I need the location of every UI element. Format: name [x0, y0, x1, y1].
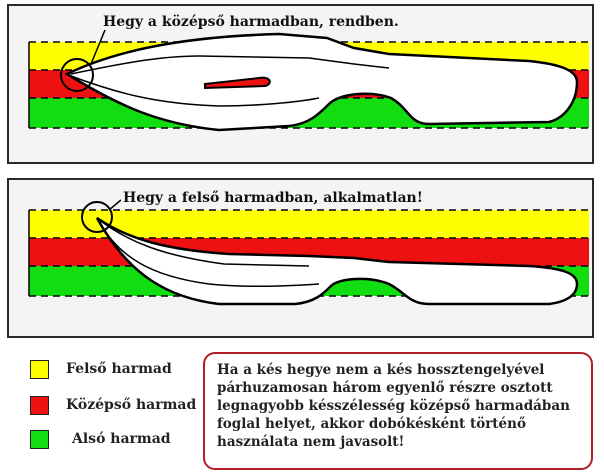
callout-label-incorrect: Hegy a felső harmadban, alkalmatlan! — [121, 190, 425, 206]
knife-edge-line — [98, 221, 320, 288]
callout-pointer — [90, 29, 106, 65]
callout-pointer — [108, 199, 122, 211]
note-line: használata nem javasolt! — [217, 434, 405, 450]
tip-marker-circle — [60, 58, 94, 92]
note-line: legnagyobb késszélesség középső harmadáb… — [217, 398, 570, 414]
legend-label-lower: Alsó harmad — [72, 431, 171, 447]
knife-diagram-correct: Hegy a középső harmadban, rendben. — [7, 4, 594, 164]
middle-swatch — [30, 396, 49, 415]
knife-finger-choil — [204, 76, 271, 90]
knife-diagram-correct-graphic — [28, 29, 589, 132]
tip-marker-circle — [81, 201, 113, 233]
legend-item-middle: Középső harmad — [30, 396, 230, 418]
upper-swatch — [30, 360, 49, 379]
lower-swatch — [30, 430, 49, 449]
note-line: párhuzamosan három egyenlő részre osztot… — [217, 380, 553, 396]
knife-outline — [64, 32, 579, 132]
knife-outline — [95, 216, 579, 306]
knife-diagram-incorrect-graphic — [28, 199, 589, 306]
callout-label-correct: Hegy a középső harmadban, rendben. — [101, 14, 401, 30]
legend-label-middle: Középső harmad — [66, 397, 197, 413]
legend-label-upper: Felső harmad — [66, 361, 172, 377]
knife-edge-line — [70, 75, 320, 107]
explanation-note: Ha a kés hegye nem a kés hossztengelyéve… — [203, 352, 593, 470]
note-line: foglal helyet, akkor dobókésként történő — [217, 416, 526, 432]
legend-item-lower: Alsó harmad — [30, 430, 230, 452]
knife-diagram-incorrect: Hegy a felső harmadban, alkalmatlan! — [7, 178, 594, 338]
note-line: Ha a kés hegye nem a kés hossztengelyéve… — [217, 362, 545, 378]
legend-item-upper: Felső harmad — [30, 360, 230, 382]
